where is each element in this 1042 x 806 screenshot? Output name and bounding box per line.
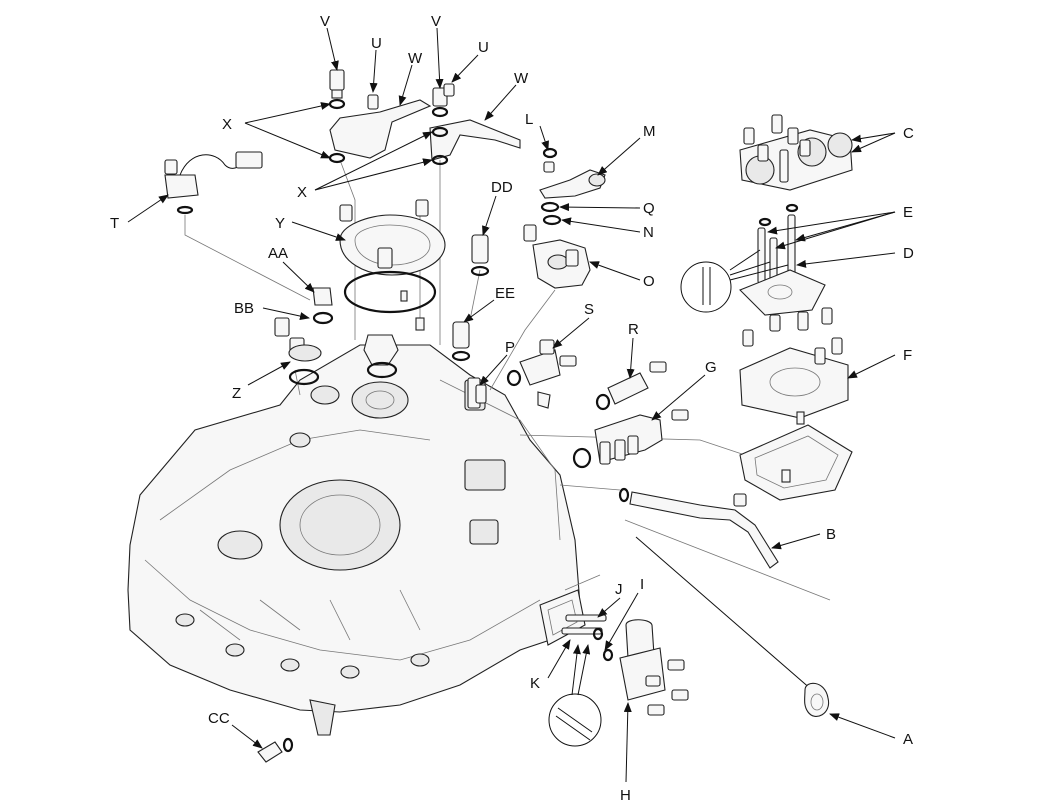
sensor-T [164,151,263,215]
valve-body-F [739,307,853,501]
label-E: E [903,204,913,221]
label-G: G [705,359,717,376]
label-J: J [615,581,623,598]
pipe-B [618,487,779,569]
callout-labels: V V U U W W X X T Y AA BB Z DD EE P L M … [110,13,914,804]
label-DD: DD [491,179,513,196]
cover-Y [339,199,446,331]
sensor-DD [470,234,490,277]
label-N: N [643,224,654,241]
label-Z: Z [232,385,241,402]
solenoid-H [619,619,689,716]
gasket-K [539,589,614,662]
label-F: F [903,347,912,364]
label-K: K [530,675,540,692]
dipstick-A [635,536,830,717]
label-AA: AA [268,245,288,262]
plug-AA [312,287,334,325]
plate-D [739,203,826,316]
label-C: C [903,125,914,142]
label-M: M [643,123,656,140]
part-under-cover [363,334,399,379]
label-S: S [584,301,594,318]
pipe-P [467,377,487,409]
label-EE: EE [495,285,515,302]
label-W-2: W [514,70,529,87]
sensor-R [595,361,667,411]
label-D: D [903,245,914,262]
label-L: L [525,111,533,128]
label-U-1: U [371,35,382,52]
label-P: P [505,339,515,356]
part-Z [274,317,322,386]
part-S [506,339,577,409]
label-BB: BB [234,300,254,317]
label-H: H [620,787,631,804]
label-T: T [110,215,119,232]
transmission-housing [127,344,581,736]
label-I: I [640,576,644,593]
valve-body-C [739,114,853,191]
label-A: A [903,731,913,748]
top-pipe-assembly [328,69,521,166]
label-Q: Q [643,200,655,217]
bolt-CC [257,737,294,763]
label-V-1: V [320,13,330,30]
leader-lines [127,27,896,783]
label-W-1: W [408,50,423,67]
label-X-2: X [297,184,307,201]
guide-lines [184,159,831,601]
bracket-M [539,147,606,226]
label-Y: Y [275,215,285,232]
label-B: B [826,526,836,543]
label-R: R [628,321,639,338]
label-U-2: U [478,39,489,56]
label-CC: CC [208,710,230,727]
housing-O [523,224,591,289]
label-O: O [643,273,655,290]
label-V-2: V [431,13,441,30]
solenoid-G [572,409,689,469]
sensor-EE [451,321,471,362]
detail-circle-K [548,693,602,747]
label-X-1: X [222,116,232,133]
detail-circle-E [680,261,732,313]
